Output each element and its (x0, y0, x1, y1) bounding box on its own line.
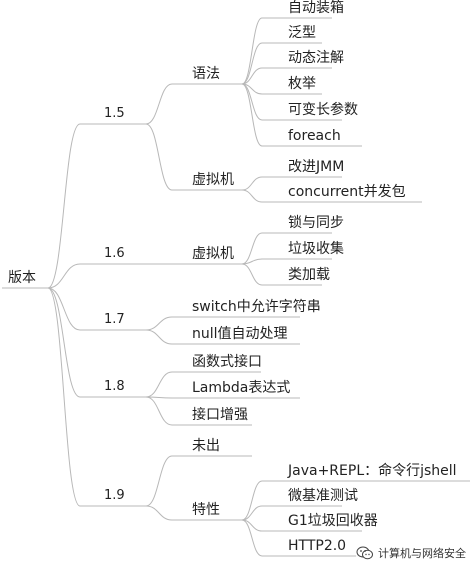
version-to-category-connector (145, 123, 173, 191)
category-to-leaf-connector (241, 263, 263, 286)
category-to-leaf-connector (241, 480, 263, 521)
category-to-leaf-connector (241, 232, 263, 265)
version-to-category-connector (145, 329, 173, 345)
leaf-node-label: 泛型 (288, 25, 316, 41)
root-to-version-connector (47, 287, 81, 507)
root-node-label: 版本 (8, 270, 36, 286)
category-node-label: 接口增强 (192, 407, 248, 423)
category-node-label: 未出 (192, 438, 220, 454)
leaf-node-label: G1垃圾回收器 (288, 513, 378, 529)
leaf-node-label: foreach (288, 128, 341, 144)
leaf-node-label: 改进JMM (288, 159, 345, 175)
root-to-version-connector (47, 123, 81, 289)
version-to-category-connector (145, 83, 173, 125)
category-to-leaf-connector (241, 67, 263, 85)
version-node-label: 1.8 (104, 379, 125, 394)
leaf-node-label: 枚举 (288, 76, 316, 92)
category-node-label: null值自动处理 (192, 326, 288, 342)
category-to-leaf-connector (241, 189, 263, 203)
leaf-node-label: 微基准测试 (288, 488, 358, 504)
leaf-node-label: concurrent并发包 (288, 184, 406, 200)
leaf-node-label: 垃圾收集 (288, 241, 344, 257)
category-node-label: 特性 (192, 502, 220, 518)
category-to-leaf-connector (241, 258, 263, 265)
category-node-label: Lambda表达式 (192, 380, 291, 396)
category-to-leaf-connector (241, 519, 263, 557)
version-to-category-connector (145, 316, 173, 331)
category-node-label: 函数式接口 (192, 354, 262, 370)
version-node-label: 1.6 (104, 246, 125, 261)
leaf-node-label: 类加载 (288, 267, 330, 283)
leaf-node-label: Java+REPL：命令行jshell (288, 463, 457, 479)
leaf-node-label: 自动装箱 (288, 0, 344, 16)
category-to-leaf-connector (241, 83, 263, 147)
leaf-node-label: 动态注解 (288, 50, 344, 66)
leaf-node-label: 可变长参数 (288, 102, 358, 118)
version-to-category-connector (145, 505, 173, 521)
version-to-category-connector (145, 371, 173, 398)
wechat-logo-icon (356, 546, 373, 560)
watermark: 计算机与网络安全 (356, 543, 466, 563)
leaf-node-label: 锁与同步 (288, 215, 344, 231)
version-node-label: 1.7 (104, 312, 125, 327)
category-to-leaf-connector (241, 176, 263, 191)
root-to-version-connector (47, 287, 81, 331)
root-to-version-connector (47, 263, 81, 289)
version-to-category-connector (145, 396, 173, 426)
root-to-version-connector (47, 287, 81, 398)
category-to-leaf-connector (241, 17, 263, 85)
category-node-label: 虚拟机 (192, 246, 234, 262)
category-node-label: 语法 (192, 66, 220, 82)
leaf-node-label: HTTP2.0 (288, 538, 347, 554)
category-to-leaf-connector (241, 505, 263, 521)
watermark-text: 计算机与网络安全 (378, 547, 466, 560)
version-node-label: 1.9 (104, 488, 125, 503)
category-to-leaf-connector (241, 42, 263, 85)
category-node-label: 虚拟机 (192, 172, 234, 188)
category-node-label: switch中允许字符串 (192, 299, 321, 315)
version-node-label: 1.5 (104, 106, 125, 121)
version-to-category-connector (145, 455, 173, 507)
